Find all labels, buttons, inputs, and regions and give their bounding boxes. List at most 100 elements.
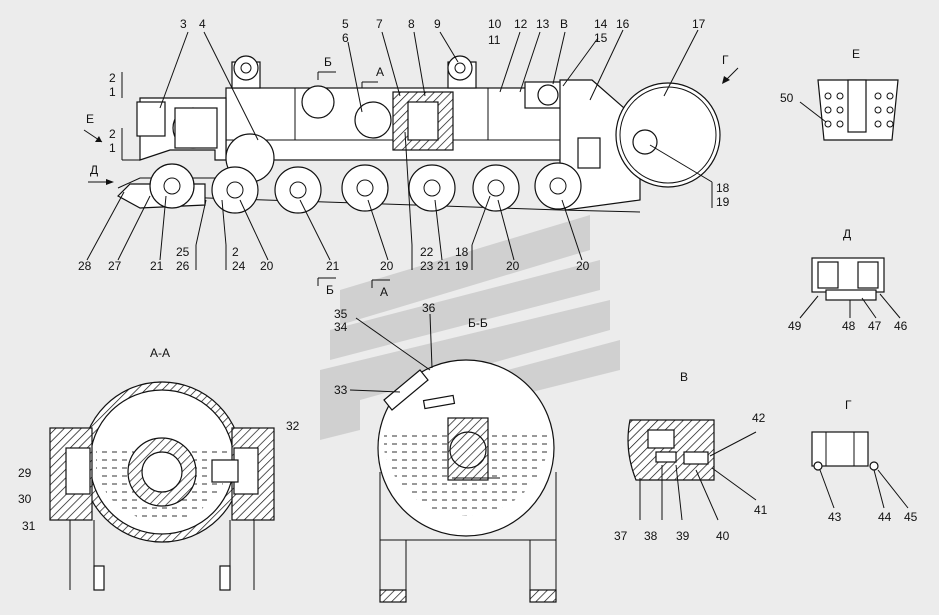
part-label: 18 [716, 181, 730, 195]
view-arrow-g-letter: Г [722, 53, 729, 67]
part-label: 26 [176, 259, 190, 273]
track-rollers [149, 162, 582, 214]
section-mark-a-bottom: А [380, 285, 388, 299]
part-label: 34 [334, 320, 348, 334]
section-a-a [49, 381, 275, 591]
detail-title-e: Е [852, 47, 860, 61]
part-label: 18 [455, 245, 469, 259]
top-roller-left [231, 55, 261, 89]
part-label: 9 [434, 17, 441, 31]
part-label: 12 [514, 17, 528, 31]
detail-title-v: В [680, 370, 688, 384]
part-label: 21 [326, 259, 340, 273]
part-label: 37 [614, 529, 628, 543]
part-label: 4 [199, 17, 206, 31]
track-roller-6 [472, 164, 520, 212]
section-title-a-a: А-А [150, 346, 170, 360]
part-label: 42 [752, 411, 766, 425]
detail-title-d: Д [843, 227, 851, 241]
part-label: 2 [109, 127, 116, 141]
part-label: 6 [342, 31, 349, 45]
section-mark-b-top: Б [324, 55, 332, 69]
part-label: 16 [616, 17, 630, 31]
part-label: 2 [232, 245, 239, 259]
track-roller-1 [149, 163, 195, 209]
part-label: 2 [109, 71, 116, 85]
part-label: 20 [506, 259, 520, 273]
part-label: 36 [422, 301, 436, 315]
section-title-b-b: Б-Б [468, 316, 488, 330]
part-label: 10 [488, 17, 502, 31]
part-label: 20 [380, 259, 394, 273]
view-arrow-d-letter: Д [90, 163, 98, 177]
part-label: 3 [180, 17, 187, 31]
part-label: 29 [18, 466, 32, 480]
section-mark-a-top: А [376, 65, 384, 79]
part-label: 22 [420, 245, 434, 259]
part-number-labels: 3 4 5 6 7 8 9 10 11 12 13 В 14 15 16 17 … [18, 17, 918, 543]
view-arrows [83, 67, 739, 288]
part-label: 45 [904, 510, 918, 524]
track-roller-5 [408, 164, 456, 212]
track-roller-2 [211, 166, 259, 214]
part-label: 8 [408, 17, 415, 31]
part-label: 39 [676, 529, 690, 543]
part-label: 19 [716, 195, 730, 209]
part-label: 43 [828, 510, 842, 524]
detail-d [799, 257, 901, 319]
idler-wheel [615, 82, 721, 188]
detail-v [627, 419, 757, 521]
part-label: 40 [716, 529, 730, 543]
part-label: 15 [594, 31, 608, 45]
part-label: 48 [842, 319, 856, 333]
part-label: 50 [780, 91, 794, 105]
part-label: 20 [260, 259, 274, 273]
part-label: 23 [420, 259, 434, 273]
part-label: 5 [342, 17, 349, 31]
part-label: 35 [334, 307, 348, 321]
part-label: 21 [150, 259, 164, 273]
bolted-cover [354, 101, 392, 139]
top-roller-right [447, 55, 477, 89]
part-label: 17 [692, 17, 706, 31]
section-mark-b-bottom: Б [326, 283, 334, 297]
part-label: 38 [644, 529, 658, 543]
part-label: 24 [232, 259, 246, 273]
part-label: 33 [334, 383, 348, 397]
part-label: 14 [594, 17, 608, 31]
part-label: 47 [868, 319, 882, 333]
part-label: 1 [109, 141, 116, 155]
detail-e [799, 79, 899, 141]
part-label: 30 [18, 492, 32, 506]
part-label: 32 [286, 419, 300, 433]
part-label: 11 [488, 33, 501, 47]
track-roller-7 [534, 162, 582, 210]
part-label: 49 [788, 319, 802, 333]
part-label: 31 [22, 519, 36, 533]
part-label: 13 [536, 17, 550, 31]
main-side-view [83, 29, 739, 288]
leader-lines [86, 29, 713, 270]
part-label: 28 [78, 259, 92, 273]
part-label: 1 [109, 85, 116, 99]
round-cover [301, 85, 335, 119]
part-label: 41 [754, 503, 768, 517]
part-label: 7 [376, 17, 383, 31]
track-roller-4 [341, 164, 389, 212]
part-label: 20 [576, 259, 590, 273]
part-label: 25 [176, 245, 190, 259]
detail-g [811, 431, 909, 509]
part-label: 27 [108, 259, 122, 273]
part-label: В [560, 17, 568, 31]
view-letter-labels: Е Д Г Б А Б А [86, 53, 729, 299]
part-label: 21 [437, 259, 451, 273]
part-label: 44 [878, 510, 892, 524]
part-label: 19 [455, 259, 469, 273]
view-arrow-e-letter: Е [86, 112, 94, 126]
part-label: 46 [894, 319, 908, 333]
detail-title-g: Г [845, 398, 852, 412]
section-titles: А-А Б-Б В Г Д Е [150, 47, 860, 412]
section-b-b [349, 313, 557, 603]
track-roller-3 [274, 166, 322, 214]
